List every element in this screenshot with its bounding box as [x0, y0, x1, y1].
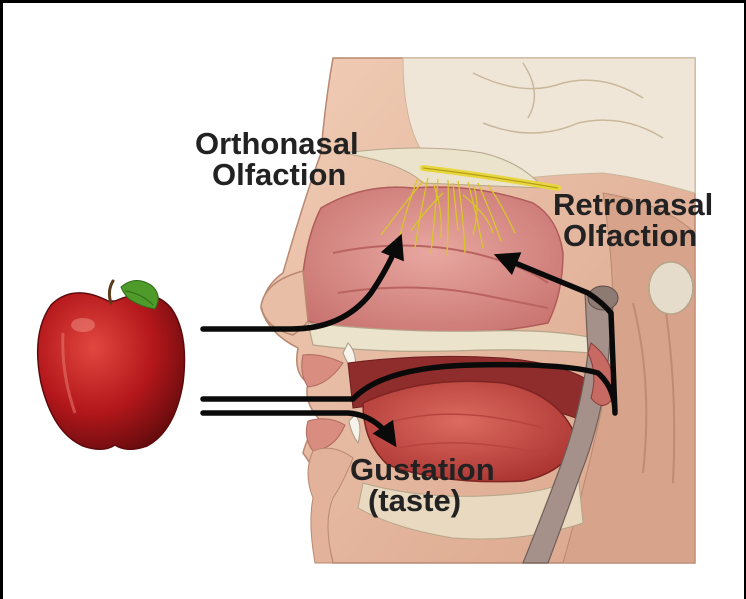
nasal-cavity	[301, 187, 563, 334]
orthonasal-olfaction-label: Orthonasal Olfaction	[195, 128, 359, 190]
apple-illustration	[38, 280, 185, 449]
orthonasal-label-line2: Olfaction	[212, 159, 359, 190]
gustation-label-line1: Gustation	[350, 454, 495, 485]
retronasal-olfaction-label: Retronasal Olfaction	[553, 189, 713, 251]
orthonasal-label-line1: Orthonasal	[195, 128, 359, 159]
retronasal-label-line1: Retronasal	[553, 189, 713, 220]
gustation-label-line2: (taste)	[368, 485, 495, 516]
nose	[261, 271, 308, 335]
retronasal-label-line2: Olfaction	[563, 220, 713, 251]
gustation-label: Gustation (taste)	[350, 454, 495, 516]
